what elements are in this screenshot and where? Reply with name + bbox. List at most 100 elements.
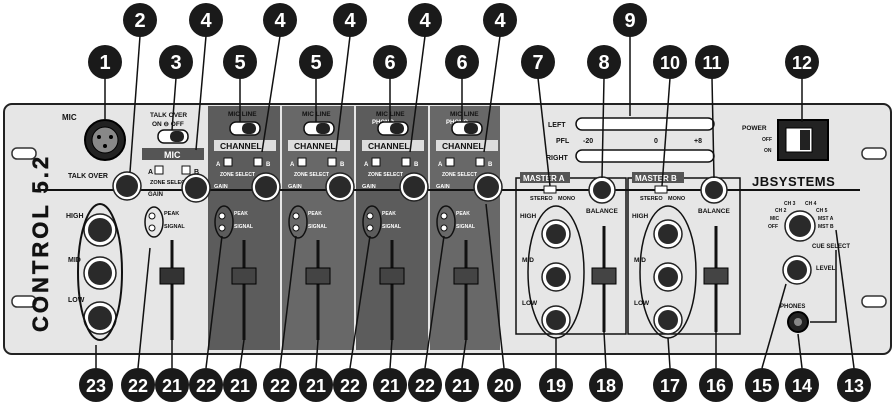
svg-text:14: 14 [792,376,812,396]
zone-a-button[interactable] [223,157,233,167]
svg-text:5: 5 [310,52,321,74]
talkover-switch-lever [170,131,184,142]
mic-peak-led [148,212,156,220]
zone-a-button[interactable] [445,157,455,167]
peak-label: PEAK [234,211,248,217]
balance-label-a: BALANCE [586,208,618,215]
gain-label: GAIN [436,184,450,190]
led-outline [436,205,456,239]
stereo-mono-switch-a[interactable] [543,185,557,194]
zone-b-button[interactable] [253,157,263,167]
zone-a-button-mic[interactable] [154,165,164,175]
fader-cap[interactable] [305,267,331,285]
channel-label: CHANNEL [294,141,336,151]
leader-line [667,337,671,369]
meter-zero: 0 [654,138,658,145]
leader-line [205,235,223,369]
channel-label: CHANNEL [368,141,410,151]
master-b-eq-knob-2[interactable] [653,262,683,292]
master-a-eq-knob-2[interactable] [541,262,571,292]
callout-bottom-14: 14 [785,368,819,402]
phones-jack-hole [794,318,802,326]
gain-label: GAIN [214,184,228,190]
zone-b-label: B [488,162,493,168]
master-a-eq-knob-1[interactable] [541,219,571,249]
mic-channel-label: MIC [164,150,181,160]
zone-b-label: B [266,162,271,168]
master-a-balance-knob[interactable] [588,176,616,204]
callout-bottom-23: 23 [79,368,113,402]
fader-cap[interactable] [453,267,479,285]
callout-bottom-21: 21 [155,368,189,402]
zone-b-mic: B [194,169,199,176]
master-a-eq-knob-3[interactable] [541,305,571,335]
meter-minus20: -20 [583,138,593,145]
cue-ch3-label: CH 3 [784,201,796,207]
zone-a-button[interactable] [371,157,381,167]
callout-top-6: 6 [373,45,407,79]
led-outline [288,205,308,239]
zone-b-button[interactable] [327,157,337,167]
channel-source-label: MIC LINE [450,111,479,118]
fader-cap[interactable] [379,267,405,285]
vu-meter-left-bar [575,117,715,131]
mic-mid-knob[interactable] [83,256,117,290]
mic-fader-cap[interactable] [159,267,185,285]
svg-text:4: 4 [419,10,431,32]
zone-a-mic: A [148,169,153,176]
gain-knob-cap [403,176,425,198]
vu-meter-right-bar [575,149,715,163]
low-label-a: LOW [522,300,538,307]
brand-title: CONTROL 5.2 [28,154,53,332]
leader-line [797,333,803,369]
callout-bottom-21: 21 [373,368,407,402]
fader-cap[interactable] [231,267,257,285]
svg-text:22: 22 [128,376,148,396]
cue-msta-label: MST A [818,216,834,222]
leader-line [239,339,245,369]
phones-level-knob[interactable] [782,255,812,285]
callout-bottom-17: 17 [653,368,687,402]
callout-top-7: 7 [521,45,555,79]
mic-label: MIC [62,113,77,122]
mic-gain-knob[interactable] [181,173,211,203]
leader-line [389,339,393,369]
stereo-mono-switch-b[interactable] [654,185,668,194]
leader-line [137,247,151,369]
master-b-eq-knob-3[interactable] [653,305,683,335]
master-b-balance-knob[interactable] [700,176,728,204]
svg-text:5: 5 [234,52,245,74]
svg-text:4: 4 [494,10,506,32]
zone-b-button[interactable] [401,157,411,167]
channel-label: CHANNEL [220,141,262,151]
zone-b-button[interactable] [475,157,485,167]
gain-label: GAIN [362,184,376,190]
cue-ch5-label: CH 5 [816,208,828,214]
cue-select-knob[interactable] [784,210,816,242]
channel-header [288,140,350,151]
master-b-fader-cap[interactable] [703,267,729,285]
cue-mic-label: MIC [770,216,780,222]
rack-hole-tr [861,147,887,160]
callout-bottom-22: 22 [263,368,297,402]
master-a-fader-cap[interactable] [591,267,617,285]
svg-text:22: 22 [415,376,435,396]
mic-high-knob[interactable] [83,213,117,247]
talkover-knob[interactable] [112,171,142,201]
master-b-label: MASTER B [635,174,677,183]
leader-line [603,331,607,369]
leader-line [195,35,207,151]
zone-b-button-mic[interactable] [181,165,191,175]
callout-top-4: 4 [333,3,367,37]
signal-label-mic: SIGNAL [164,224,185,230]
callout-bottom-22: 22 [408,368,442,402]
master-b-eq-knob-1[interactable] [653,219,683,249]
callout-top-4: 4 [408,3,442,37]
callout-top-1: 1 [88,45,122,79]
zone-a-button[interactable] [297,157,307,167]
leader-line [129,35,141,173]
callout-bottom-19: 19 [539,368,573,402]
